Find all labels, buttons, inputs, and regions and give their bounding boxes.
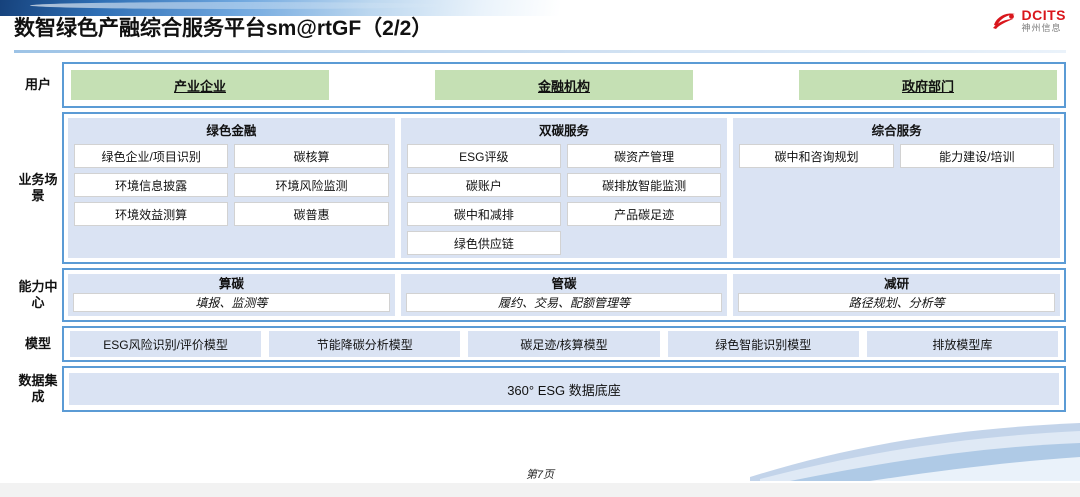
business-item[interactable]: 碳排放智能监测 <box>567 173 722 197</box>
business-group-comprehensive-items: 碳中和咨询规划 能力建设/培训 <box>739 144 1054 168</box>
business-item[interactable]: 绿色企业/项目识别 <box>74 144 229 168</box>
data-foundation-bar[interactable]: 360° ESG 数据底座 <box>69 373 1059 405</box>
model-chip[interactable]: 排放模型库 <box>866 331 1059 357</box>
business-item[interactable]: 绿色供应链 <box>406 231 561 255</box>
row-label-business-scenario: 业务场景 <box>18 172 58 203</box>
business-item[interactable]: ESG评级 <box>406 144 561 168</box>
logo-text-en: DCITS <box>1021 7 1066 23</box>
business-item[interactable]: 碳账户 <box>406 173 561 197</box>
logo-text-cn: 神州信息 <box>1021 23 1062 33</box>
row-body-capability-center: 算碳 填报、监测等 管碳 履约、交易、配额管理等 减研 路径规划、分析等 <box>62 268 1066 322</box>
business-item[interactable]: 碳中和咨询规划 <box>739 144 894 168</box>
business-group-green-finance: 绿色金融 绿色企业/项目识别 碳核算 环境信息披露 环境风险监测 环境效益测算 … <box>68 118 395 258</box>
title-divider <box>14 50 1066 53</box>
row-label-model: 模型 <box>24 336 51 351</box>
business-group-comprehensive: 综合服务 碳中和咨询规划 能力建设/培训 <box>733 118 1061 258</box>
row-data-integration: 数据集成 360° ESG 数据底座 <box>14 366 1066 412</box>
capability-group-reduction-research-title: 减研 <box>884 277 910 291</box>
row-label-capability-center: 能力中心 <box>18 279 58 310</box>
business-item[interactable]: 环境风险监测 <box>234 173 389 197</box>
business-group-dual-carbon: 双碳服务 ESG评级 碳资产管理 碳账户 碳排放智能监测 碳中和减排 产品碳足迹… <box>400 118 728 258</box>
model-chip[interactable]: ESG风险识别/评价模型 <box>70 331 262 357</box>
model-chip[interactable]: 节能降碳分析模型 <box>269 331 461 357</box>
capability-group-reduction-research-sub[interactable]: 路径规划、分析等 <box>738 293 1056 312</box>
architecture-rows: 用户 产业企业 金融机构 政府部门 业务场景 绿色金融 <box>14 62 1066 416</box>
business-item[interactable]: 能力建设/培训 <box>899 144 1054 168</box>
model-chip[interactable]: 绿色智能识别模型 <box>667 331 859 357</box>
business-group-green-finance-title: 绿色金融 <box>206 124 257 138</box>
row-model: 模型 ESG风险识别/评价模型 节能降碳分析模型 碳足迹/核算模型 绿色智能识别… <box>14 326 1066 362</box>
row-business-scenario: 业务场景 绿色金融 绿色企业/项目识别 碳核算 环境信息披露 环境风险监测 环境… <box>14 112 1066 264</box>
model-chip[interactable]: 碳足迹/核算模型 <box>468 331 660 357</box>
page-number: 第7页 <box>525 469 555 481</box>
row-label-data-integration: 数据集成 <box>18 373 58 404</box>
business-item[interactable]: 产品碳足迹 <box>567 202 722 226</box>
business-item[interactable]: 碳核算 <box>234 144 389 168</box>
row-user: 用户 产业企业 金融机构 政府部门 <box>14 62 1066 108</box>
business-item[interactable]: 环境信息披露 <box>74 173 229 197</box>
page-title: 数智绿色产融综合服务平台sm@rtGF（2/2） <box>14 17 433 40</box>
row-label-user: 用户 <box>24 77 51 92</box>
business-item[interactable]: 环境效益测算 <box>74 202 229 226</box>
row-body-model: ESG风险识别/评价模型 节能降碳分析模型 碳足迹/核算模型 绿色智能识别模型 … <box>62 326 1066 362</box>
dcits-logo: DCITS 神州信息 <box>991 8 1067 33</box>
business-group-green-finance-items: 绿色企业/项目识别 碳核算 环境信息披露 环境风险监测 环境效益测算 碳普惠 <box>74 144 389 226</box>
logo-wordmark: DCITS 神州信息 <box>1022 8 1067 33</box>
capability-group-manage-carbon-sub[interactable]: 履约、交易、配额管理等 <box>405 293 723 312</box>
user-chip-financial-label: 金融机构 <box>537 78 590 94</box>
user-chip-government-label: 政府部门 <box>901 78 954 94</box>
row-body-user: 产业企业 金融机构 政府部门 <box>62 62 1066 108</box>
capability-group-reduction-research: 减研 路径规划、分析等 <box>733 274 1061 316</box>
business-group-dual-carbon-title: 双碳服务 <box>539 124 590 138</box>
business-item[interactable]: 碳普惠 <box>234 202 389 226</box>
row-capability-center: 能力中心 算碳 填报、监测等 管碳 履约、交易、配额管理等 减研 路径规划、分析… <box>14 268 1066 322</box>
capability-group-calculate-carbon-title: 算碳 <box>218 277 244 291</box>
bottom-strip <box>0 483 1080 497</box>
capability-group-manage-carbon-title: 管碳 <box>551 277 577 291</box>
business-item[interactable]: 碳资产管理 <box>567 144 722 168</box>
business-group-comprehensive-title: 综合服务 <box>871 124 922 138</box>
dcits-swoosh-icon <box>991 10 1017 32</box>
business-group-dual-carbon-items: ESG评级 碳资产管理 碳账户 碳排放智能监测 碳中和减排 产品碳足迹 绿色供应… <box>406 144 722 255</box>
business-item[interactable]: 碳中和减排 <box>406 202 561 226</box>
user-chip-financial[interactable]: 金融机构 <box>435 70 693 100</box>
title-bar: 数智绿色产融综合服务平台sm@rtGF（2/2） <box>14 14 1066 54</box>
capability-group-calculate-carbon: 算碳 填报、监测等 <box>68 274 395 316</box>
capability-group-calculate-carbon-sub[interactable]: 填报、监测等 <box>73 293 390 312</box>
row-body-data-integration: 360° ESG 数据底座 <box>62 366 1066 412</box>
row-body-business-scenario: 绿色金融 绿色企业/项目识别 碳核算 环境信息披露 环境风险监测 环境效益测算 … <box>62 112 1066 264</box>
capability-group-manage-carbon: 管碳 履约、交易、配额管理等 <box>400 274 728 316</box>
user-chip-government[interactable]: 政府部门 <box>799 70 1057 100</box>
user-chip-industry-label: 产业企业 <box>173 78 226 94</box>
user-chip-industry[interactable]: 产业企业 <box>71 70 329 100</box>
